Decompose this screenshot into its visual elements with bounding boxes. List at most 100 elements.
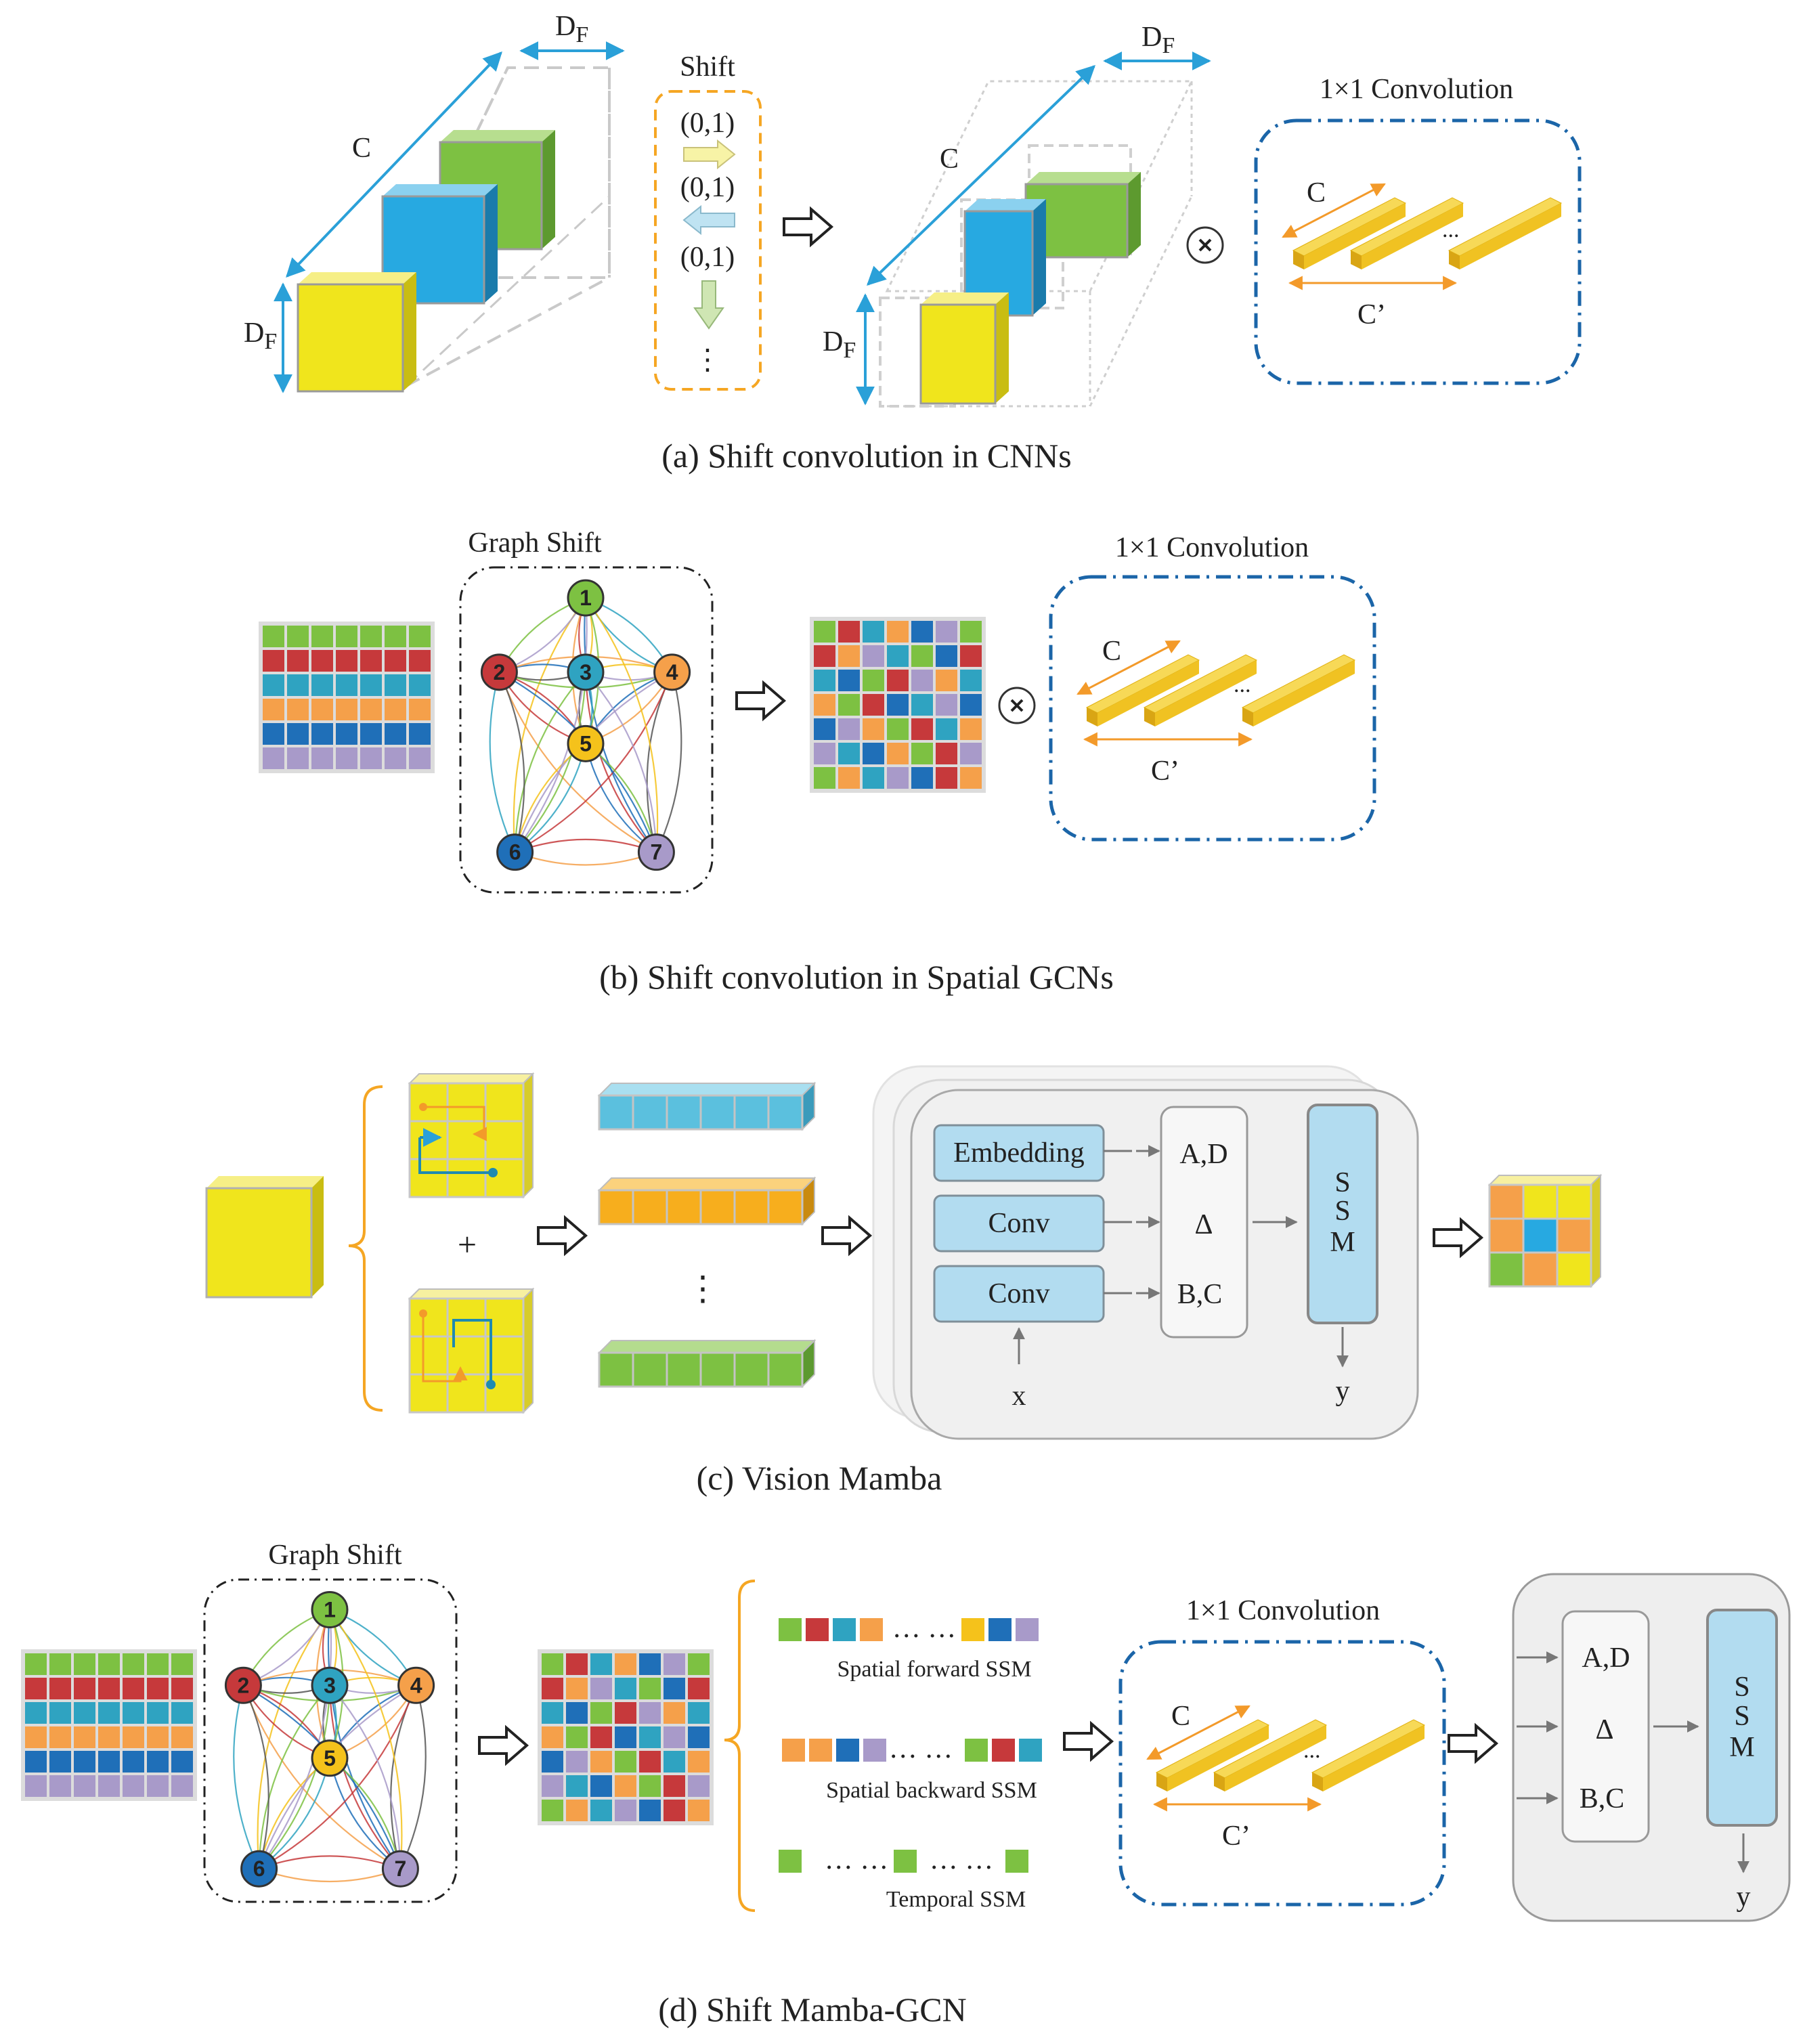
grid-cell [639,1653,661,1675]
grid-cell [74,1702,95,1724]
grid-cell [838,694,860,716]
grid-cell [147,1678,169,1699]
conv-dots-b: ... [1234,672,1251,697]
grid-cell [664,1653,685,1675]
panel-a: C DF DF Shift (0,1) (0,1) (0,1) ⋮ [244,11,1582,475]
graph-edge [329,1684,401,1869]
grid-cell [688,1702,710,1724]
graph-shift-title-d: Graph Shift [268,1540,401,1571]
token [733,1094,770,1131]
token [767,1189,804,1225]
graph-node [311,1591,349,1628]
token [699,1094,736,1131]
grid-cell [336,626,357,647]
forward-ssm-label: Spatial forward SSM [837,1657,1031,1682]
cube-cell [408,1373,449,1414]
grid-cell [98,1775,120,1797]
grid-cell [838,670,860,691]
graph-edge [514,672,587,853]
conv-box-1: Conv [988,1208,1049,1239]
conv-title-b: 1×1 Convolution [1115,532,1309,563]
grid-cell [936,645,957,667]
grid-cell [542,1653,563,1675]
grid-cell [615,1653,636,1675]
feature-grid-input-b [259,622,435,773]
token [666,1351,702,1388]
ssm-token [988,1618,1012,1641]
grid-cell [863,670,884,691]
plus-sign: + [458,1225,477,1263]
graph-node [567,579,605,617]
grid-cell [311,626,333,647]
arrow-d-1 [478,1726,528,1764]
grid-cell [385,699,406,720]
graph-edge [257,1609,330,1869]
grid-cell [960,670,982,691]
grid-cell [263,747,284,769]
grid-cell [171,1726,193,1748]
dim-df-left-label: DF [244,318,277,354]
grid-cell [98,1751,120,1773]
graph-node-label: 6 [253,1856,265,1881]
grid-cell [911,743,933,764]
grid-cell [409,674,431,696]
grid-cell [838,718,860,740]
feature-grid-input-d [21,1649,197,1801]
shift-left-arrow-icon [682,204,735,236]
feature-grid-shifted-b [810,617,986,793]
grid-cell [936,718,957,740]
output-cube-c [1487,1173,1603,1288]
grid-cell [590,1800,612,1821]
graph-node-label: 7 [651,840,663,865]
caption-a: (a) Shift convolution in CNNs [661,437,1072,475]
grid-cell [639,1751,661,1773]
graph-node-label: 7 [395,1856,407,1881]
bc-label-c: B,C [1177,1279,1223,1310]
grid-cell [960,645,982,667]
ellipsis-temporal-2: … … [930,1844,994,1875]
token [632,1189,668,1225]
grid-cell [566,1678,588,1699]
token [632,1351,668,1388]
grid-cell [147,1751,169,1773]
grid-cell [147,1702,169,1724]
grid-cell [123,1726,144,1748]
feature-map-cube-left: C DF DF [244,11,625,393]
grid-cell [936,621,957,643]
graph-edge [259,1868,401,1883]
grid-cell [287,674,309,696]
graph-edge [258,1685,331,1869]
ssm-token [961,1618,984,1641]
grid-cell [863,645,884,667]
grid-cell [566,1653,588,1675]
grid-cell [664,1800,685,1821]
graph-edge [242,1684,401,1870]
grid-cell [287,699,309,720]
grid-cell [814,694,835,716]
graph-edge [584,672,657,853]
cube-cell [446,1158,487,1198]
grid-cell [911,767,933,789]
ellipsis-forward: … … [892,1613,957,1644]
grid-cell [409,626,431,647]
grid-cell [385,747,406,769]
ssm-s1-d: S [1734,1672,1749,1703]
arrow-d-2 [1063,1722,1113,1760]
grid-cell [409,723,431,745]
graph-node [567,653,605,691]
grid-cell [615,1726,636,1748]
graph-edge [513,597,586,852]
grid-cell [887,645,909,667]
grid-cell [311,723,333,745]
cube-cell [1522,1217,1559,1254]
grid-cell [664,1775,685,1797]
graph-node [240,1850,278,1888]
grid-cell [360,626,382,647]
grid-cell [590,1726,612,1748]
graph-edge [242,1684,269,1869]
input-cube-c [205,1176,324,1299]
temporal-ssm-label: Temporal SSM [886,1887,1026,1912]
grid-cell [49,1653,71,1675]
grid-cell [98,1653,120,1675]
